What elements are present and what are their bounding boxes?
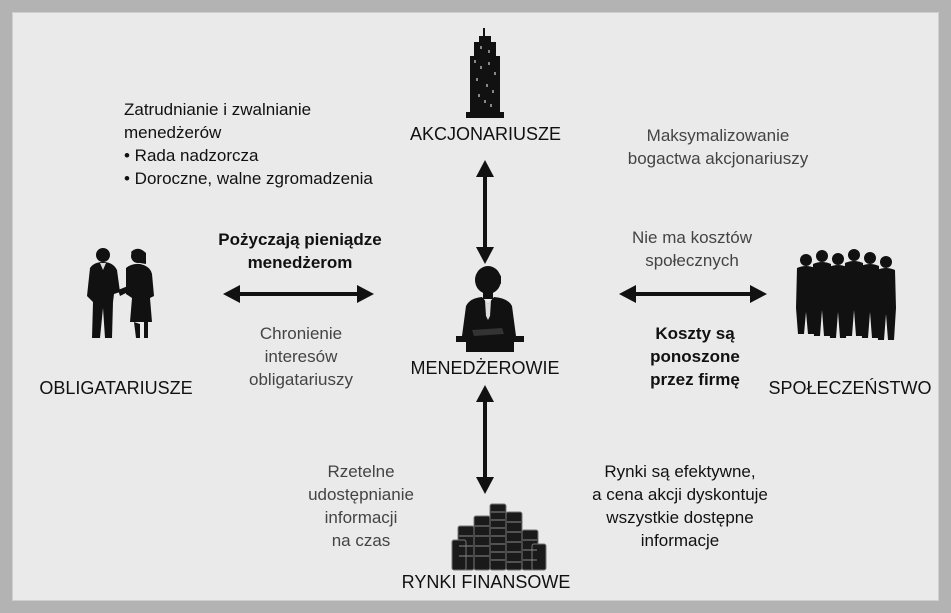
note-efficient-markets: Rynki są efektywne, a cena akcji dyskont… [562, 460, 798, 552]
note-hiring-firing: Zatrudnianie i zwalnianie menedżerów • R… [124, 98, 373, 190]
note-line: udostępnianie [308, 485, 414, 504]
note-line: informacji [324, 508, 398, 527]
note-line: Zatrudnianie i zwalnianie [124, 100, 312, 119]
node-label-bondholders: OBLIGATARIUSZE [39, 378, 193, 398]
note-maximize-wealth: Maksymalizowanie bogactwa akcjonariuszy [610, 124, 826, 170]
note-lend-money: Pożyczają pieniądze menedżerom [200, 228, 400, 274]
note-line: obligatariuszy [249, 370, 353, 389]
note-line: interesów [264, 347, 338, 366]
note-line: Nie ma kosztów [632, 228, 752, 247]
arrow-managers-society [619, 285, 767, 303]
note-line: na czas [331, 531, 391, 550]
note-line: wszystkie dostępne [606, 508, 754, 527]
node-label-shareholders: AKCJONARIUSZE [410, 124, 562, 144]
skyscraper-icon [466, 28, 504, 118]
note-reliable-info: Rzetelne udostępnianie informacji na cza… [276, 460, 446, 552]
note-line: menedżerów [124, 123, 222, 142]
note-line: informacje [640, 531, 720, 550]
note-line: Koszty są [655, 324, 735, 343]
note-line: ponoszone [650, 347, 740, 366]
note-line: Pożyczają pieniądze [218, 230, 382, 249]
note-line: przez firmę [650, 370, 740, 389]
note-costs-borne: Koszty są ponoszone przez firmę [620, 322, 770, 391]
note-line: Chronienie [259, 324, 343, 343]
coin-stacks-icon [451, 503, 547, 571]
arrow-managers-markets [476, 385, 494, 494]
arrow-managers-shareholders [476, 160, 494, 264]
crowd-icon [796, 249, 896, 340]
note-line: Maksymalizowanie [646, 126, 790, 145]
note-line: menedżerom [247, 253, 353, 272]
note-bullet: • Rada nadzorcza [124, 146, 259, 165]
manager-at-desk-icon [456, 266, 524, 352]
note-bullet: • Doroczne, walne zgromadzenia [124, 169, 373, 188]
node-label-financial-markets: RYNKI FINANSOWE [401, 572, 571, 592]
note-line: społecznych [645, 251, 739, 270]
note-protect-bondholders: Chronienie interesów obligatariuszy [216, 322, 386, 391]
note-line: Rzetelne [327, 462, 395, 481]
note-line: Rynki są efektywne, [604, 462, 756, 481]
business-couple-icon [87, 248, 154, 338]
node-label-society: SPOŁECZEŃSTWO [768, 378, 932, 398]
arrow-managers-bondholders [223, 285, 374, 303]
note-no-social-costs: Nie ma kosztów społecznych [604, 226, 780, 272]
note-line: a cena akcji dyskontuje [592, 485, 768, 504]
node-label-managers: MENEDŻEROWIE [410, 358, 560, 378]
note-line: bogactwa akcjonariuszy [627, 149, 809, 168]
